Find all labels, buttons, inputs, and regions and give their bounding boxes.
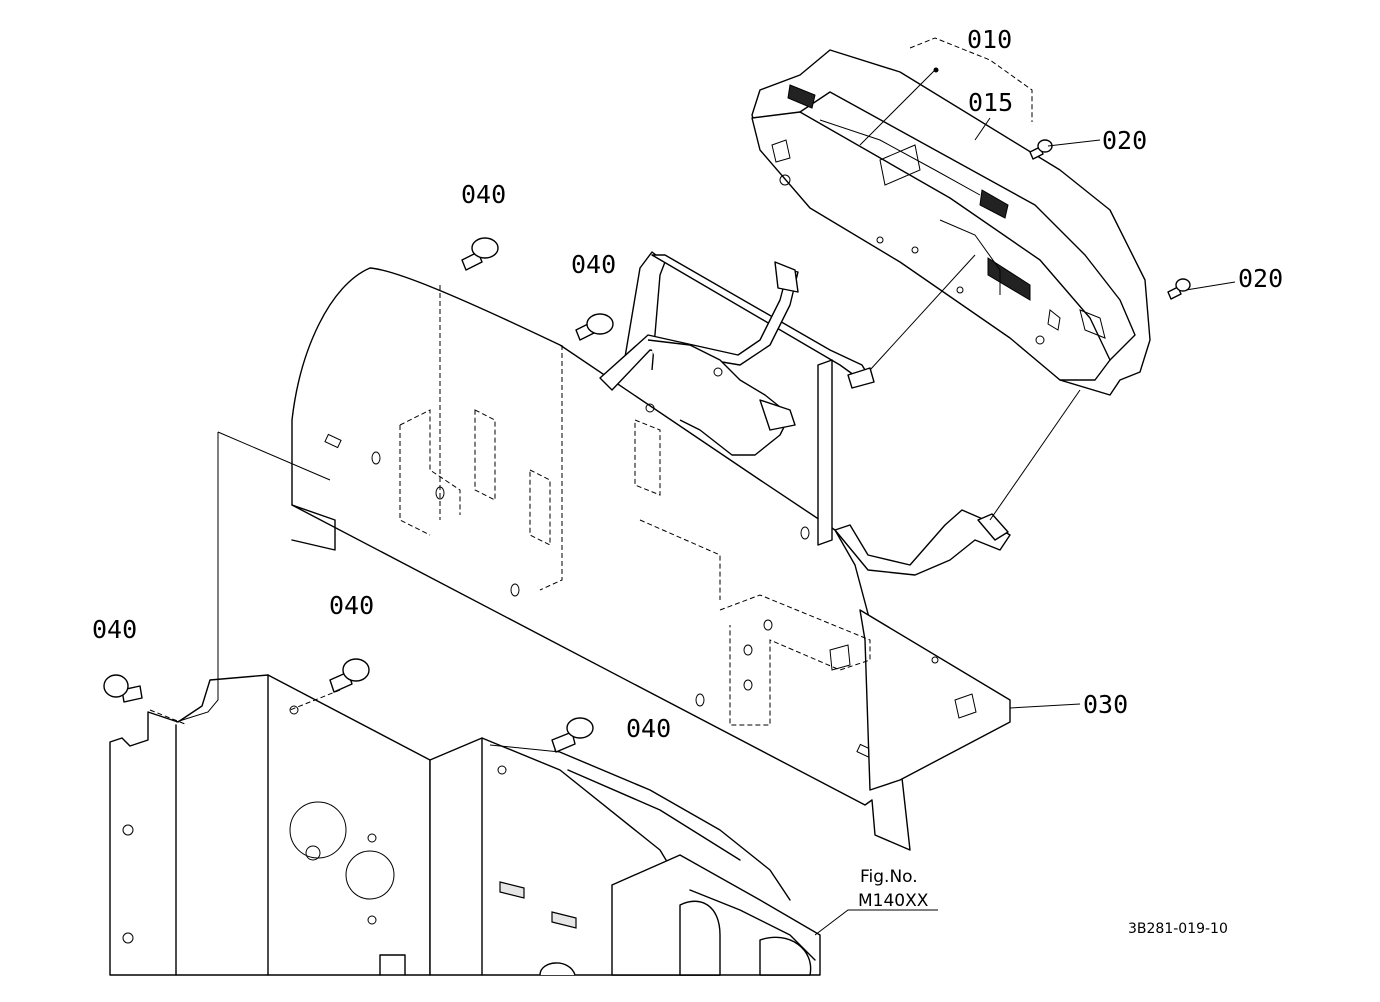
label-020-lower: 020 (1238, 264, 1283, 293)
lower-frame (109, 674, 821, 976)
screw-icon (575, 313, 614, 341)
part-labels: 010 015 020 020 030 040 040 040 040 040 (92, 25, 1283, 743)
label-010: 010 (967, 25, 1012, 54)
screw-icon (329, 658, 370, 693)
label-015: 015 (968, 88, 1013, 117)
label-020-upper: 020 (1102, 126, 1147, 155)
screw-icon (1029, 139, 1053, 160)
drawing-code: 3B281-019-10 (1128, 921, 1228, 937)
meter-panel (751, 49, 1151, 396)
label-040-left: 040 (92, 615, 137, 644)
fig-ref-line2: M140XX (858, 891, 929, 911)
screw-icon (461, 237, 499, 271)
label-040-top: 040 (461, 180, 506, 209)
label-040-lower: 040 (626, 714, 671, 743)
label-040-upper-mid: 040 (571, 250, 616, 279)
floor-plate (719, 594, 1011, 791)
screw-icon (551, 717, 594, 753)
leader-lines (149, 37, 1236, 936)
screw-icon (1167, 278, 1191, 300)
label-040-mid: 040 (329, 591, 374, 620)
screws (103, 139, 1191, 753)
screw-icon (103, 674, 143, 703)
figure-reference: Fig.No. M140XX (858, 867, 929, 911)
fig-ref-line1: Fig.No. (860, 867, 918, 887)
mounting-bracket (599, 251, 1011, 576)
label-030: 030 (1083, 690, 1128, 719)
